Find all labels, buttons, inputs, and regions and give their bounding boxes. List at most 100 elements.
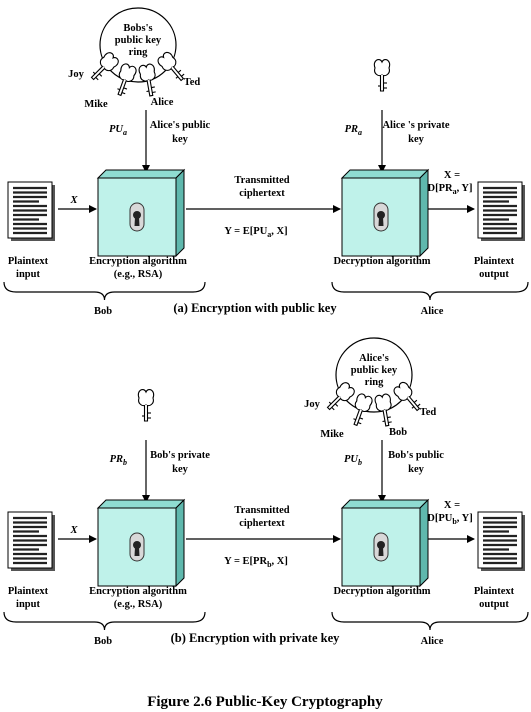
- enc-key-symbol-subscript: b: [123, 458, 127, 467]
- decryption-algorithm-box: [340, 168, 430, 258]
- encryption-algorithm-label: (e.g., RSA): [114, 599, 163, 610]
- encryption-algorithm-label: Encryption algorithm: [89, 586, 187, 597]
- plaintext-output-label: output: [479, 269, 509, 280]
- bob-brace: [3, 611, 206, 631]
- output-equation-main: D[PU: [427, 513, 452, 524]
- ciphertext-equation-end: , X]: [272, 556, 288, 567]
- output-equation-end: , Y]: [457, 183, 473, 194]
- left-party-label: Bob: [94, 306, 112, 317]
- plaintext-output-label: Plaintext: [474, 256, 515, 267]
- output-equation-subscript: a: [453, 187, 457, 196]
- input-variable: X: [69, 525, 78, 536]
- right-party-label: Alice: [421, 306, 444, 317]
- ciphertext-equation-end: , X]: [271, 226, 287, 237]
- ring-name: Ted: [420, 407, 437, 418]
- enc-key-symbol-symbol: PU: [109, 124, 124, 135]
- key-ring-label-line: Bobs's: [123, 23, 152, 34]
- dec-key-symbol-subscript: a: [358, 128, 362, 137]
- panel-caption: (b) Encryption with private key: [171, 631, 341, 645]
- enc-key-description: key: [172, 464, 189, 475]
- decryption-algorithm-label: Decryption algorithm: [333, 256, 430, 267]
- ring-name: Mike: [320, 429, 344, 440]
- ring-key-icon: [393, 381, 421, 412]
- left-party-label: Bob: [94, 636, 112, 647]
- single-key-icon: [373, 59, 391, 92]
- ring-name: Alice: [151, 97, 174, 108]
- decryption-algorithm-box: [340, 498, 430, 588]
- single-key-icon: [137, 389, 155, 422]
- enc-key-description: key: [172, 134, 189, 145]
- encryption-algorithm-label: (e.g., RSA): [114, 269, 163, 280]
- panel-caption: (a) Encryption with public key: [173, 301, 337, 315]
- dec-key-symbol-subscript: b: [358, 458, 362, 467]
- plaintext-document-icon: [7, 511, 55, 571]
- dec-key-description: Alice 's private: [382, 120, 449, 131]
- output-equation-top: X =: [444, 500, 460, 511]
- ring-name: Mike: [84, 99, 108, 110]
- encryption-algorithm-box: [96, 498, 186, 588]
- key-ring-label-line: Alice's: [359, 353, 389, 364]
- ring-name: Ted: [184, 77, 201, 88]
- enc-key-symbol: PUa: [109, 124, 127, 137]
- plaintext-output-label: Plaintext: [474, 586, 515, 597]
- enc-key-symbol: PRb: [110, 454, 127, 467]
- ciphertext-equation-subscript: a: [267, 230, 271, 239]
- right-party-label: Alice: [421, 636, 444, 647]
- ring-key-icon: [138, 63, 156, 97]
- output-equation-main: D[PR: [427, 183, 452, 194]
- figure-caption: Figure 2.6 Public-Key Cryptography: [147, 694, 383, 710]
- transmitted-ciphertext-label: ciphertext: [239, 188, 285, 199]
- dec-key-symbol: PUb: [344, 454, 362, 467]
- ciphertext-equation: Y = E[PUa, X]: [224, 226, 287, 239]
- key-ring-label-line: public key: [351, 365, 398, 376]
- dec-key-description: key: [408, 134, 425, 145]
- transmitted-ciphertext-label: Transmitted: [234, 505, 289, 516]
- ciphertext-equation: Y = E[PRb, X]: [224, 556, 288, 569]
- plaintext-output-label: output: [479, 599, 509, 610]
- transmitted-ciphertext-label: ciphertext: [239, 518, 285, 529]
- ring-key-icon: [353, 393, 373, 427]
- ciphertext-equation-main: Y = E[PR: [224, 556, 267, 567]
- ring-name: Joy: [304, 399, 321, 410]
- keyhole-lock-icon: [373, 202, 389, 232]
- decryption-algorithm-label: Decryption algorithm: [333, 586, 430, 597]
- ring-key-icon: [374, 393, 392, 427]
- plaintext-input-label: input: [16, 599, 40, 610]
- enc-key-description: Bob's private: [150, 450, 210, 461]
- ring-key-icon: [90, 52, 119, 81]
- dec-key-description: key: [408, 464, 425, 475]
- plaintext-document-icon: [7, 181, 55, 241]
- ring-key-icon: [157, 51, 185, 82]
- plaintext-input-label: Plaintext: [8, 256, 49, 267]
- keyhole-lock-icon: [373, 532, 389, 562]
- keyhole-lock-icon: [129, 532, 145, 562]
- output-equation: D[PUb, Y]: [427, 513, 472, 526]
- ring-key-icon: [117, 63, 137, 97]
- output-equation-top: X =: [444, 170, 460, 181]
- enc-key-description: Alice's public: [150, 120, 211, 131]
- plaintext-input-label: input: [16, 269, 40, 280]
- encryption-algorithm-box: [96, 168, 186, 258]
- enc-key-symbol-symbol: PR: [110, 454, 123, 465]
- output-equation-end: , Y]: [457, 513, 473, 524]
- key-ring-label-line: public key: [115, 35, 162, 46]
- input-variable: X: [69, 195, 78, 206]
- alice-brace: [331, 281, 529, 301]
- ring-name: Joy: [68, 69, 85, 80]
- plaintext-document-icon: [477, 181, 525, 241]
- ciphertext-equation-main: Y = E[PU: [224, 226, 267, 237]
- ring-name: Bob: [389, 427, 407, 438]
- plaintext-document-icon: [477, 511, 525, 571]
- output-equation-subscript: b: [452, 517, 457, 526]
- key-ring-label-line: ring: [129, 47, 148, 58]
- alice-brace: [331, 611, 529, 631]
- ring-key-icon: [326, 382, 355, 411]
- plaintext-input-label: Plaintext: [8, 586, 49, 597]
- output-equation: D[PRa, Y]: [427, 183, 472, 196]
- dec-key-description: Bob's public: [388, 450, 444, 461]
